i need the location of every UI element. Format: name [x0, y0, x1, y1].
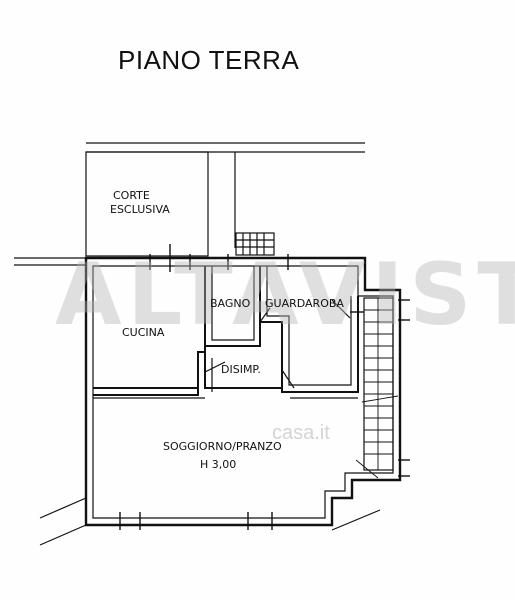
room-label-disimp: DISIMP.: [221, 363, 261, 376]
staircase: [363, 297, 394, 471]
exterior-steps: [235, 232, 275, 256]
room-label-guardaroba: GUARDAROBA: [265, 297, 344, 310]
door-swing: [204, 361, 226, 373]
door-swing: [331, 299, 351, 319]
outer-wall: [84, 256, 402, 527]
disimpegno-wall: [204, 352, 282, 389]
room-label-soggiorno: SOGGIORNO/PRANZO: [163, 440, 282, 453]
watermark-site: casa.it: [272, 422, 330, 444]
corte-esclusiva-area: [85, 151, 209, 257]
door-swing: [281, 369, 295, 389]
bathroom-wall-2: [211, 266, 255, 341]
boundary-line: [331, 509, 381, 531]
room-label-esclusiva: ESCLUSIVA: [110, 203, 170, 216]
door-swing: [259, 307, 271, 323]
plan-title: PIANO TERRA: [118, 45, 300, 75]
room-height-label: H 3,00: [200, 458, 237, 471]
room-label-corte: CORTE: [113, 189, 150, 202]
room-label-cucina: CUCINA: [122, 326, 165, 339]
watermark-text: ALTAVISTA: [55, 245, 515, 345]
room-label-bagno: BAGNO: [210, 297, 251, 310]
window-marks: [119, 244, 410, 530]
wardrobe-wall-2: [266, 266, 352, 386]
boundary-line: [39, 524, 87, 546]
boundary-line: [39, 497, 87, 519]
kitchen-wall-2: [93, 388, 199, 396]
